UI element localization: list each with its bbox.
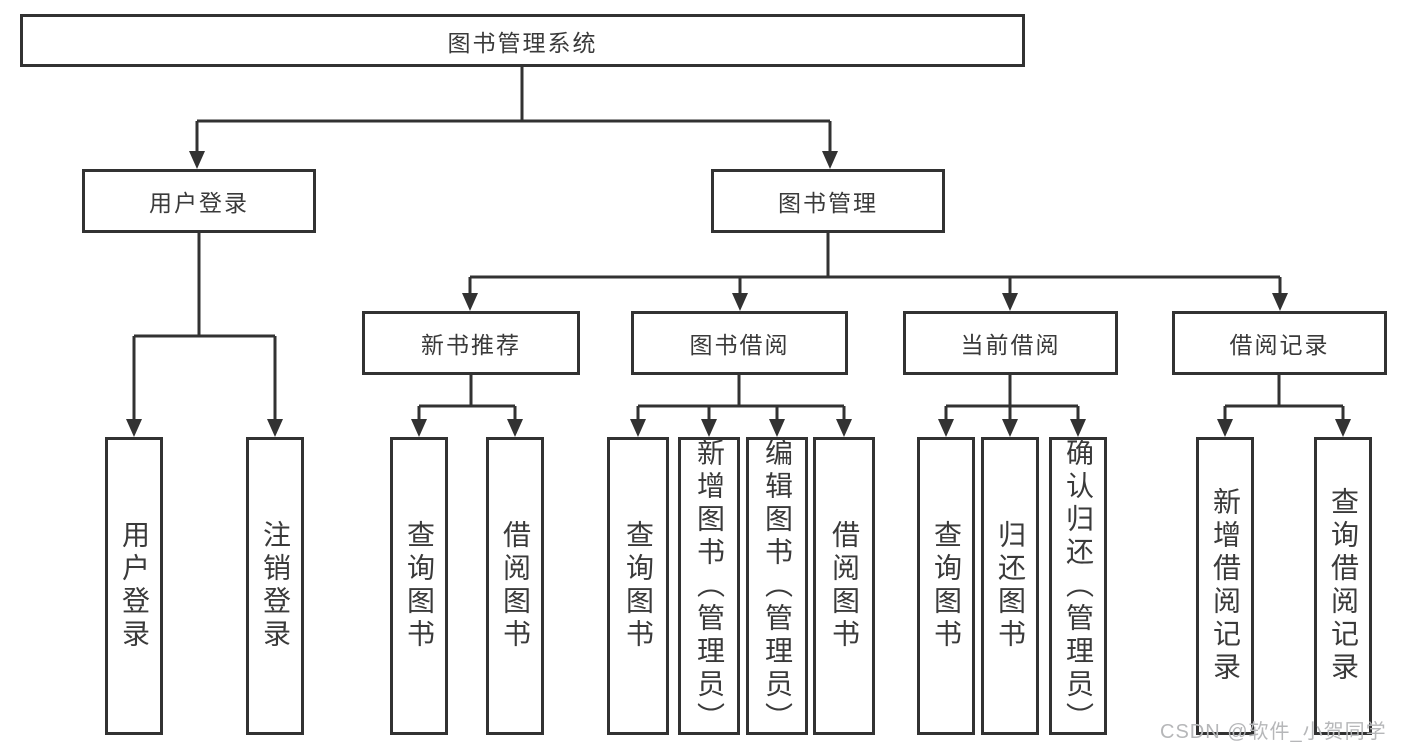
node-current-borrowing: 当前借阅 <box>903 311 1118 375</box>
leaf-borrow-books-2: 借阅图书 <box>813 437 875 735</box>
leaf-edit-books-admin-label: 编辑图书（管理员） <box>762 437 793 735</box>
leaf-user-login: 用户登录 <box>105 437 163 735</box>
arrowheads <box>126 151 1351 437</box>
watermark: CSDN @软件_小贺同学 <box>1160 721 1387 743</box>
leaf-query-borrow-record: 查询借阅记录 <box>1314 437 1372 735</box>
leaf-add-borrow-record-label: 新增借阅记录 <box>1210 487 1241 685</box>
node-book-borrowing-label: 图书借阅 <box>689 332 790 358</box>
leaf-return-books: 归还图书 <box>981 437 1039 735</box>
node-new-book-recommendation-label: 新书推荐 <box>421 332 521 358</box>
leaf-borrow-books-1-label: 借阅图书 <box>500 520 531 652</box>
node-user-login-label: 用户登录 <box>149 190 249 216</box>
node-user-login: 用户登录 <box>82 169 316 233</box>
tree-edges <box>132 67 1345 420</box>
leaf-add-books-admin-label: 新增图书（管理员） <box>694 437 725 735</box>
node-borrowing-records-label: 借阅记录 <box>1229 332 1330 358</box>
leaf-borrow-books-2-label: 借阅图书 <box>829 520 860 652</box>
node-book-management: 图书管理 <box>711 169 945 233</box>
leaf-user-login-label: 用户登录 <box>119 520 150 652</box>
leaf-logout-label: 注销登录 <box>260 520 291 652</box>
leaf-query-books-3-label: 查询图书 <box>931 520 962 652</box>
leaf-borrow-books-1: 借阅图书 <box>486 437 544 735</box>
node-root: 图书管理系统 <box>20 14 1025 67</box>
leaf-query-books-1: 查询图书 <box>390 437 448 735</box>
leaf-edit-books-admin: 编辑图书（管理员） <box>746 437 808 735</box>
leaf-confirm-return-admin-label: 确认归还（管理员） <box>1063 437 1094 735</box>
leaf-add-books-admin: 新增图书（管理员） <box>678 437 740 735</box>
leaf-query-books-1-label: 查询图书 <box>404 520 435 652</box>
node-book-borrowing: 图书借阅 <box>631 311 848 375</box>
node-root-label: 图书管理系统 <box>447 29 598 56</box>
leaf-add-borrow-record: 新增借阅记录 <box>1196 437 1254 735</box>
leaf-logout: 注销登录 <box>246 437 304 735</box>
node-borrowing-records: 借阅记录 <box>1172 311 1387 375</box>
leaf-query-borrow-record-label: 查询借阅记录 <box>1328 487 1359 685</box>
leaf-query-books-3: 查询图书 <box>917 437 975 735</box>
node-book-management-label: 图书管理 <box>778 190 878 216</box>
node-current-borrowing-label: 当前借阅 <box>960 332 1061 358</box>
node-new-book-recommendation: 新书推荐 <box>362 311 580 375</box>
leaf-query-books-2: 查询图书 <box>607 437 669 735</box>
leaf-return-books-label: 归还图书 <box>995 520 1026 652</box>
leaf-confirm-return-admin: 确认归还（管理员） <box>1049 437 1107 735</box>
leaf-query-books-2-label: 查询图书 <box>623 520 654 652</box>
